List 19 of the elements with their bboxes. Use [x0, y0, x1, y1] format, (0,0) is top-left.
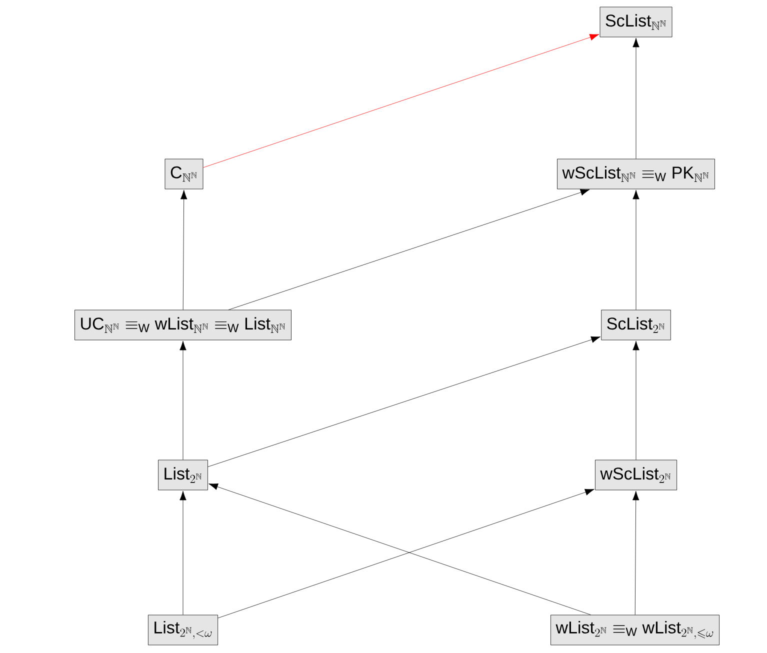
arrow	[632, 340, 640, 460]
arrow	[632, 490, 640, 615]
arrow	[228, 189, 590, 310]
arrow	[632, 190, 640, 310]
formula-box: $\mathsf{ScList}_{2^\mathbb{N}}$	[601, 310, 671, 340]
formula-box: $\mathsf{UC}_{\mathbb{N}^\mathbb{N}} \equiv_{\mathrm{W}} \mathsf{wList}_{\mathbb{N}^\mathbb{N}} \equiv_{\mathrm{W}} \mathsf{List}_{\mathbb{N}^\mathbb{N}}$	[74, 310, 292, 340]
arrow	[203, 34, 600, 168]
arrow	[208, 336, 601, 467]
arrow	[180, 340, 186, 460]
arrow	[632, 38, 640, 159]
formula-box: $\mathsf{List}_{2^\mathbb{N},<\omega}$	[148, 614, 218, 646]
formula-box: $\mathsf{wScList}_{\mathbb{N}^\mathbb{N}} \equiv_{\mathrm{W}} \mathsf{PK}_{\mathbb{N}^\mathbb{N}}$	[557, 158, 715, 190]
formula-box: $\mathsf{ScList}_{\mathbb{N}^\mathbb{N}}$	[600, 6, 672, 38]
formula-box: $\mathsf{List}_{2^\mathbb{N}}$	[158, 460, 208, 490]
arrow	[180, 190, 188, 310]
formula-box: $\mathsf{wList}_{2^\mathbb{N}} \equiv_{\mathrm{W}} \mathsf{wList}_{2^\mathbb{N},\leqslant\omega}$	[550, 614, 720, 646]
formula-box: $\mathsf{C}_{\mathbb{N}^\mathbb{N}}$	[164, 158, 204, 190]
arrow	[180, 490, 186, 615]
formula-box: $\mathsf{wScList}_{2^\mathbb{N}}$	[595, 460, 677, 490]
